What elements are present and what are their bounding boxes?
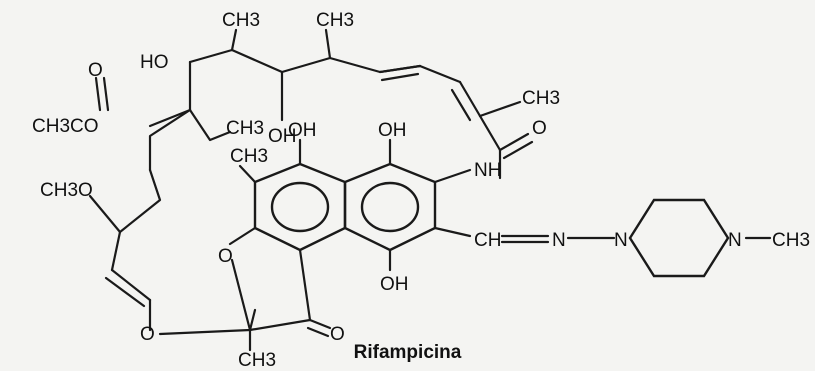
bond-c-down-3 (110, 230, 122, 272)
label-ch3-chain-right: CH3 (522, 88, 560, 109)
label-ch3-top-left: CH3 (222, 10, 260, 31)
ring-right-aromatic (360, 181, 420, 233)
bond-acetyl-o (94, 76, 102, 112)
label-o-amide: O (532, 118, 547, 139)
bond-double-top (378, 64, 422, 74)
bond-amide-co (498, 132, 530, 152)
bond-ch3-right-up (324, 28, 332, 60)
bond-chain-to-right (418, 64, 462, 84)
label-oh-ring-right: OH (378, 120, 407, 141)
bond-vinyl-2 (104, 276, 146, 308)
bond-ch3-mid (188, 108, 232, 142)
bond-o-to-ketal (230, 258, 252, 332)
label-ch3co: CH3CO (32, 116, 99, 137)
label-ch3-mid: CH3 (226, 118, 264, 139)
label-n-pip-left: N (614, 230, 628, 251)
bond-double-right-2 (450, 88, 472, 122)
bond-amide-co-2 (502, 140, 534, 160)
label-o-ketone: O (330, 324, 345, 345)
bond-to-amide-c (478, 114, 502, 152)
label-ch-imine: CH (474, 230, 501, 251)
bond-c-down-2 (118, 168, 162, 234)
bond-ketal-o-ring (248, 308, 257, 332)
bond-ketone-2 (306, 326, 330, 338)
bond-ketone (308, 318, 332, 330)
atom-labels: CH3 CH3 HO O CH3CO OH CH3 O CH3 OH OH CH… (32, 10, 810, 371)
ring-left-aromatic (270, 181, 330, 233)
bond-ch3-chain-right (478, 100, 522, 118)
label-ch3o: CH3O (40, 180, 93, 201)
label-o-ring: O (218, 246, 233, 267)
label-acetyl-o: O (88, 60, 103, 81)
label-ch3-top-right: CH3 (316, 10, 354, 31)
bond-ch3-left-up (230, 28, 238, 52)
bond-ring-nh (433, 168, 472, 184)
bond-ring-ch-imine (433, 226, 472, 238)
label-ch3-pip: CH3 (772, 230, 810, 251)
label-ch3-ring: CH3 (230, 146, 268, 167)
label-oh-mid: OH (268, 126, 297, 147)
bond-acetyl-o-2 (102, 76, 110, 112)
bond-ring-o (228, 226, 257, 246)
label-n-imine: N (552, 230, 566, 251)
bond-vinyl (110, 268, 152, 302)
ring-left (253, 162, 347, 252)
bond-double-top-2 (380, 72, 420, 82)
bonds (88, 28, 772, 352)
bond-c-to-acetyl (148, 108, 192, 128)
label-nh: NH (474, 160, 501, 181)
molecule-name-caption: Rifampicina (353, 342, 462, 363)
label-n-pip-right: N (728, 230, 742, 251)
bond-ring-to-ketone (298, 248, 312, 322)
bond-ring-ch3 (238, 164, 257, 184)
bond-double-right (458, 80, 482, 118)
bond-c-down-1 (148, 108, 192, 172)
ring-right (343, 162, 437, 252)
label-ch3-bottom: CH3 (238, 350, 276, 371)
label-oh-bottom: OH (380, 274, 409, 295)
bond-chain-top (188, 48, 422, 74)
label-ho: HO (140, 52, 169, 73)
ring-piperazine (628, 198, 730, 278)
bond-ether-bridge (158, 318, 312, 336)
label-oh-ring-left: OH (288, 120, 317, 141)
label-o-ether: O (140, 324, 155, 345)
bond-ch3o (88, 194, 122, 234)
